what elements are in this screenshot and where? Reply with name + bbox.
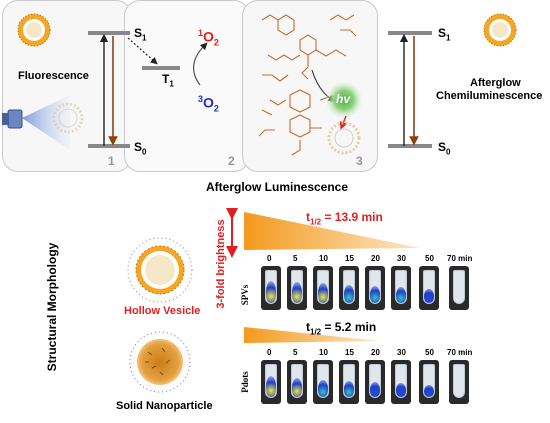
- s1-label-right: S1: [438, 26, 451, 43]
- spvs-time-label: 20: [371, 254, 380, 263]
- pdots-time-label: 15: [345, 348, 354, 357]
- hv-label: hv: [336, 92, 351, 106]
- spvs-tube: [419, 266, 439, 310]
- panel-number-1: 1: [108, 154, 115, 168]
- spvs-tube: [365, 266, 385, 310]
- spvs-time-label: 5: [293, 254, 298, 263]
- pdots-luminescence-glow: [370, 382, 380, 397]
- pdots-tube: [339, 360, 359, 404]
- s0-label-right: S0: [438, 140, 451, 157]
- spvs-tube: [287, 266, 307, 310]
- spvs-luminescence-glow: [292, 282, 302, 303]
- vesicle-icon-panel3: [327, 121, 361, 155]
- pdots-half-life: t1/2 = 5.2 min: [306, 320, 377, 337]
- hv-glow: [326, 82, 362, 118]
- triplet-oxygen-label: 3O2: [198, 94, 219, 114]
- pdots-luminescence-glow: [424, 385, 434, 397]
- pdots-tube: [261, 360, 281, 404]
- spvs-tube: [391, 266, 411, 310]
- afterglow-label-line2: Chemiluminescence: [436, 90, 543, 102]
- pdots-time-label: 70 min: [447, 348, 473, 357]
- pdots-luminescence-glow: [266, 376, 276, 397]
- t1-label: T1: [162, 72, 174, 89]
- spvs-luminescence-glow: [424, 289, 434, 303]
- spvs-tube: [339, 266, 359, 310]
- solid-nanoparticle-label: Solid Nanoparticle: [116, 400, 213, 412]
- solid-nanoparticle-icon: [129, 331, 191, 393]
- lamp-icon: [2, 95, 70, 150]
- panel-2: [124, 0, 250, 172]
- brightness-label: 3-fold brightness: [215, 219, 227, 309]
- panel-number-2: 2: [228, 154, 235, 168]
- pdots-luminescence-glow: [318, 380, 328, 397]
- pdots-time-label: 5: [293, 348, 298, 357]
- pdots-time-label: 0: [267, 348, 272, 357]
- pdots-tube: [391, 360, 411, 404]
- pdots-time-label: 30: [397, 348, 406, 357]
- fading-vesicle-icon: [52, 102, 84, 134]
- s1-label-left: S1: [134, 26, 147, 43]
- energy-transfer-arrow: [193, 42, 208, 86]
- afterglow-luminescence-title: Afterglow Luminescence: [206, 180, 349, 194]
- singlet-oxygen-label: 1O2: [198, 28, 219, 48]
- panel-number-3: 3: [356, 154, 363, 168]
- spvs-luminescence-glow: [370, 286, 380, 303]
- pdots-time-label: 20: [371, 348, 380, 357]
- spvs-luminescence-glow: [318, 283, 328, 303]
- spvs-time-label: 10: [319, 254, 328, 263]
- afterglow-label-line1: Afterglow: [470, 77, 521, 89]
- pdots-tube: [313, 360, 333, 404]
- pdots-decay-wedge: [244, 327, 380, 343]
- spvs-time-label: 70 min: [447, 254, 473, 263]
- vesicle-icon-top-right: [483, 13, 517, 47]
- spvs-half-life: t1/2 = 13.9 min: [306, 210, 383, 227]
- spvs-tube: [261, 266, 281, 310]
- structural-morphology-label: Structural Morphology: [45, 242, 59, 372]
- fluorescence-label: Fluorescence: [18, 70, 89, 82]
- spvs-luminescence-glow: [344, 285, 354, 303]
- pdots-luminescence-glow: [396, 383, 406, 397]
- spvs-time-label: 30: [397, 254, 406, 263]
- panel-3: [242, 0, 378, 172]
- spvs-tube: [313, 266, 333, 310]
- pdots-tube: [449, 360, 469, 404]
- pdots-time-label: 10: [319, 348, 328, 357]
- pdots-luminescence-glow: [292, 378, 302, 397]
- spvs-row-label: SPVs: [240, 284, 250, 306]
- spvs-luminescence-glow: [266, 281, 276, 303]
- spvs-luminescence-glow: [396, 287, 406, 303]
- spvs-time-label: 50: [425, 254, 434, 263]
- vesicle-icon-top-left: [17, 13, 51, 47]
- hollow-vesicle-icon: [127, 237, 193, 303]
- spvs-time-label: 15: [345, 254, 354, 263]
- spvs-time-label: 0: [267, 254, 272, 263]
- pdots-tube: [287, 360, 307, 404]
- spvs-tube: [449, 266, 469, 310]
- pdots-time-label: 50: [425, 348, 434, 357]
- pdots-tube: [365, 360, 385, 404]
- s0-label-left: S0: [134, 140, 147, 157]
- hollow-vesicle-label: Hollow Vesicle: [124, 305, 201, 317]
- pdots-row-label: Pdots: [240, 371, 250, 393]
- spvs-decay-wedge: [244, 212, 420, 250]
- pdots-luminescence-glow: [344, 381, 354, 397]
- pdots-tube: [419, 360, 439, 404]
